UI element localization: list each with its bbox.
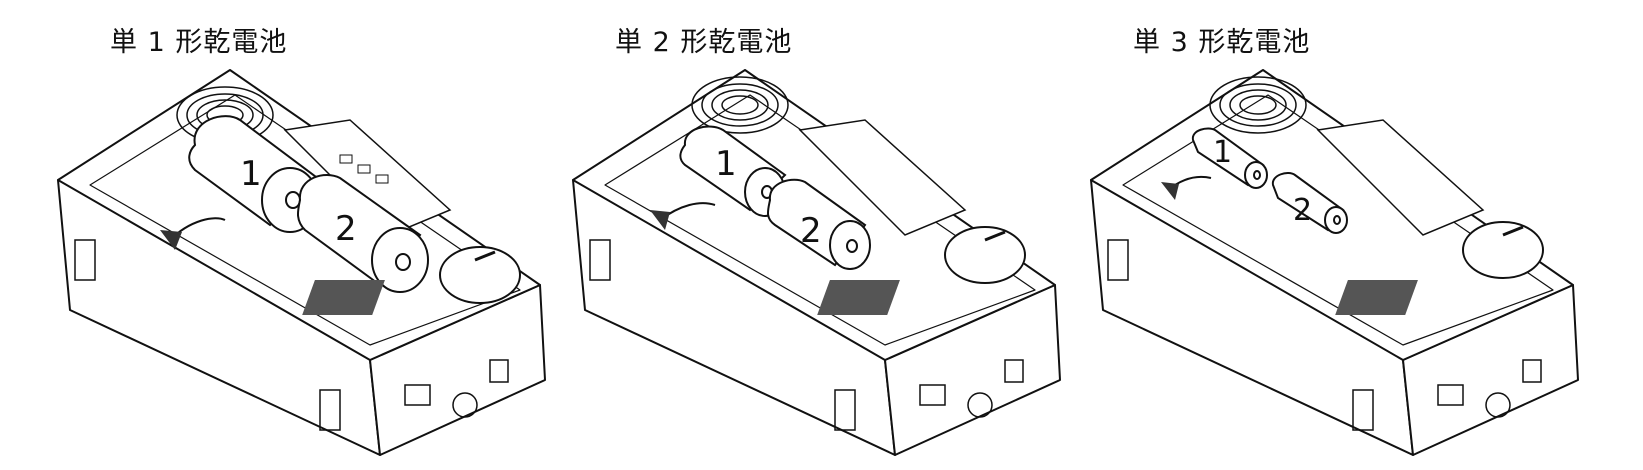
panel-aa-battery: 単 3 形乾電池 1 2 (1063, 0, 1603, 470)
device-illustration: 1 2 (572, 69, 1061, 456)
speaker-grille-icon (691, 76, 789, 134)
device-illustration: 1 2 (1090, 69, 1579, 456)
battery-label-2: 2 (335, 209, 357, 249)
device-illustration: 1 2 (57, 69, 546, 456)
speaker-grille-icon (1209, 76, 1307, 134)
panel-d-battery: 単 1 形乾電池 (30, 0, 570, 470)
panel-c-battery: 単 2 形乾電池 1 2 (545, 0, 1085, 470)
panel-title: 単 3 形乾電池 (1133, 27, 1311, 58)
battery-2 (297, 174, 429, 293)
panel-title: 単 1 形乾電池 (110, 27, 288, 58)
battery-2 (1271, 172, 1348, 234)
battery-2 (767, 178, 871, 270)
battery-label-1: 1 (1213, 135, 1232, 170)
panel-title: 単 2 形乾電池 (615, 27, 793, 58)
volume-dial-icon (439, 246, 521, 304)
volume-dial-icon (944, 226, 1026, 284)
battery-label-2: 2 (1293, 193, 1312, 228)
battery-1 (1191, 127, 1268, 189)
volume-dial-icon (1462, 221, 1544, 279)
battery-label-1: 1 (715, 144, 737, 184)
battery-label-2: 2 (800, 211, 822, 251)
battery-label-1: 1 (240, 154, 262, 194)
